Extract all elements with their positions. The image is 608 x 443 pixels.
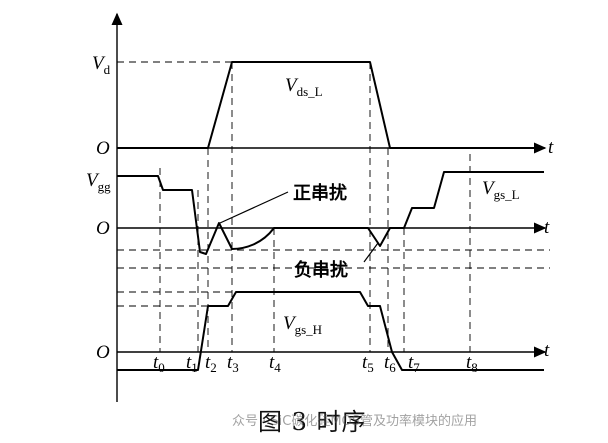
vd-label: Vd [92,53,111,77]
o-label-vds: O [96,138,110,159]
time-label-8: t8 [466,352,478,375]
negative-crosstalk-label: 负串扰 [294,259,348,281]
vgs-h-waveform [117,291,544,371]
vgs-l-waveform [117,171,544,255]
vds-l-waveform [117,61,540,149]
time-label-7: t7 [408,352,420,375]
time-label-2: t2 [205,352,217,375]
t-axis-label-3: t [544,340,550,361]
positive-crosstalk-label: 正串扰 [293,182,347,204]
vds-l-label: Vds_L [285,75,323,99]
watermark: 众号 · SiC碳化硅MOS管及功率模块的应用 [232,414,478,429]
time-label-4: t4 [269,352,281,375]
time-label-0: t0 [153,352,165,375]
vgs-h-label: Vgs_H [283,313,322,337]
time-label-6: t6 [384,352,396,375]
positive-crosstalk-pointer [219,191,289,224]
o-label-vgs-l: O [96,218,110,239]
time-label-3: t3 [227,352,239,375]
vgs-l-label: Vgs_L [482,178,520,202]
time-label-5: t5 [362,352,374,375]
figure-caption: 图 3 时序 [258,408,367,436]
o-label-vgs-h: O [96,342,110,363]
time-label-1: t1 [186,352,198,375]
t-axis-label-1: t [548,137,554,158]
negative-crosstalk-pointer [363,242,379,263]
vgg-label: Vgg [86,170,111,194]
time-labels: t0 t1 t2 t3 t4 t5 t6 t7 t8 [153,352,478,375]
t-axis-label-2: t [544,217,550,238]
